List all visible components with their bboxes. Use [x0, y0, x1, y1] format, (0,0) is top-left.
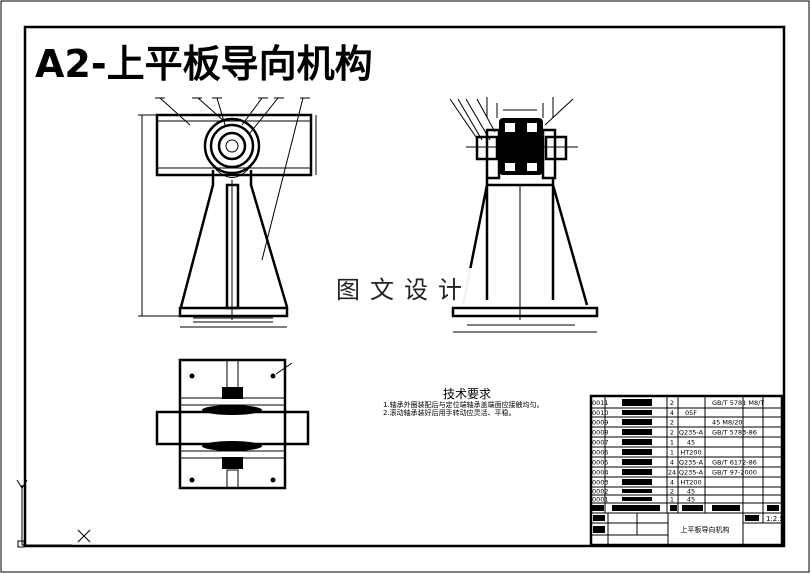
- part-code: 0001: [592, 496, 609, 504]
- front-view: [138, 97, 317, 328]
- part-note: 45 M8/20: [712, 419, 743, 427]
- parts-list-row: 0011 2 GB/T 5781 M8/T: [592, 399, 764, 407]
- part-note: GB/T 5781 M8/T: [712, 399, 764, 407]
- part-qty: 1: [670, 496, 674, 504]
- parts-list-row: 0006 1 HT200: [592, 449, 702, 457]
- drawing-frame: [23, 25, 786, 548]
- parts-list-row: 0008 2 Q235-A GB/T 5783-86: [592, 429, 757, 437]
- ucs-axis-icon: [16, 479, 91, 548]
- part-note: GB/T 97-2000: [712, 469, 757, 477]
- part-material: Q235-A: [679, 459, 704, 467]
- part-qty: 4: [670, 459, 674, 467]
- part-name-redacted: [622, 479, 652, 485]
- parts-list-row: 0002 2 45: [592, 488, 695, 496]
- parts-list-row: 0010 4 05F: [592, 409, 697, 417]
- parts-list-row: 0007 1 45: [592, 439, 695, 447]
- title-block: 上平板导向机构 1:2.5: [591, 512, 784, 545]
- part-qty: 2: [670, 419, 674, 427]
- side-view: [449, 97, 599, 333]
- part-code: 0010: [592, 409, 609, 417]
- part-name-redacted: [622, 497, 652, 501]
- part-material: 45: [687, 496, 695, 504]
- part-material: 05F: [685, 409, 697, 417]
- part-qty: 2: [670, 399, 674, 407]
- part-material: HT200: [680, 479, 701, 487]
- top-view: [155, 358, 310, 490]
- part-code: 0011: [592, 399, 609, 407]
- part-code: 0004: [592, 469, 609, 477]
- part-qty: 2: [670, 488, 674, 496]
- tech-requirement-1: 1.轴承外圈装配后与定位端轴承盖端面应接触均匀。: [383, 400, 544, 409]
- part-material: HT200: [680, 449, 701, 457]
- drawing-title: A2-上平板导向机构: [35, 42, 373, 86]
- part-code: 0006: [592, 449, 609, 457]
- part-code: 0007: [592, 439, 609, 447]
- part-material: Q235-A: [679, 429, 704, 437]
- part-material: 45: [687, 488, 695, 496]
- part-material: 45: [687, 439, 695, 447]
- tech-requirement-2: 2.滚动轴承装好后用手转动应灵活、平稳。: [383, 408, 516, 417]
- part-name-redacted: [622, 489, 652, 493]
- part-code: 0003: [592, 479, 609, 487]
- part-name-redacted: [622, 439, 652, 445]
- parts-list-row: 0001 1 45: [592, 496, 695, 504]
- part-name-redacted: [622, 410, 652, 415]
- parts-list-row: 0009 2 45 M8/20: [592, 419, 743, 427]
- parts-list-table: 0011 2 GB/T 5781 M8/T 0010 4 05F 0009 2 45 M8/20…: [589, 394, 784, 547]
- part-code: 0008: [592, 429, 609, 437]
- parts-list-row: 0005 4 Q235-A GB/T 6172-86: [592, 459, 757, 467]
- part-name-redacted: [622, 449, 652, 455]
- part-name-redacted: [622, 419, 652, 425]
- part-code: 0002: [592, 488, 609, 496]
- part-qty: 24: [668, 469, 676, 477]
- part-note: GB/T 5783-86: [712, 429, 757, 437]
- parts-list-header: [592, 505, 779, 511]
- part-material: Q235-A: [679, 469, 704, 477]
- parts-list-row: 0003 4 HT200: [592, 479, 702, 487]
- title-block-scale: 1:2.5: [766, 515, 784, 523]
- part-name-redacted: [622, 399, 652, 406]
- part-code: 0005: [592, 459, 609, 467]
- watermark: 图文设计: [328, 268, 480, 306]
- part-name-redacted: [622, 469, 652, 475]
- title-block-name: 上平板导向机构: [681, 525, 730, 534]
- part-qty: 1: [670, 449, 674, 457]
- part-note: GB/T 6172-86: [712, 459, 757, 467]
- part-name-redacted: [622, 429, 652, 435]
- watermark-text: 图文设计: [336, 275, 472, 304]
- part-code: 0009: [592, 419, 609, 427]
- part-qty: 4: [670, 479, 674, 487]
- tech-requirements-heading: 技术要求: [443, 387, 491, 401]
- part-qty: 1: [670, 439, 674, 447]
- part-qty: 4: [670, 409, 674, 417]
- part-qty: 2: [670, 429, 674, 437]
- part-name-redacted: [622, 459, 652, 465]
